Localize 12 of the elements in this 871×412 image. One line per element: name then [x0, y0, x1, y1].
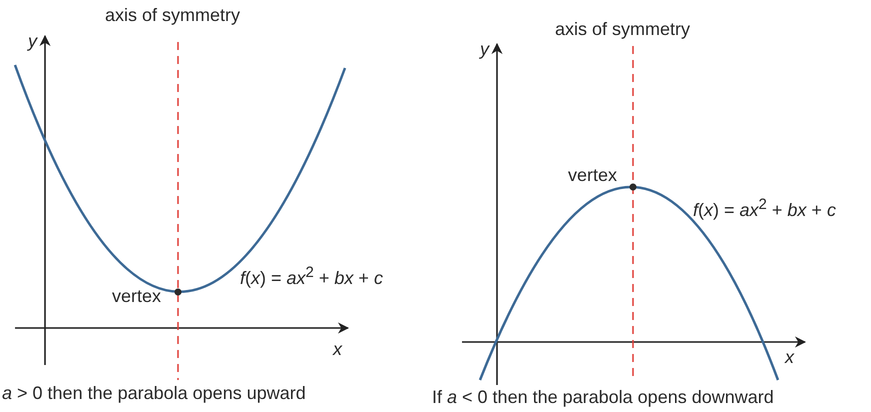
- point-label: vertex: [568, 164, 618, 186]
- axis-label: y: [28, 30, 37, 52]
- caption: If a < 0 then the parabola opens downward: [432, 386, 774, 408]
- axis-label: x: [333, 338, 342, 360]
- function-equation: f(x) = ax$^{2}$ + bx + c: [240, 263, 383, 289]
- axis-label: axis of symmetry: [555, 18, 690, 40]
- function-equation: f(x) = ax$^{2}$ + bx + c: [693, 195, 836, 221]
- axis-label: x: [785, 346, 794, 368]
- caption: a > 0 then the parabola opens upward: [2, 382, 306, 404]
- axis-label: y: [480, 38, 489, 60]
- point-label: vertex: [112, 285, 162, 307]
- axis-label: axis of symmetry: [105, 4, 240, 26]
